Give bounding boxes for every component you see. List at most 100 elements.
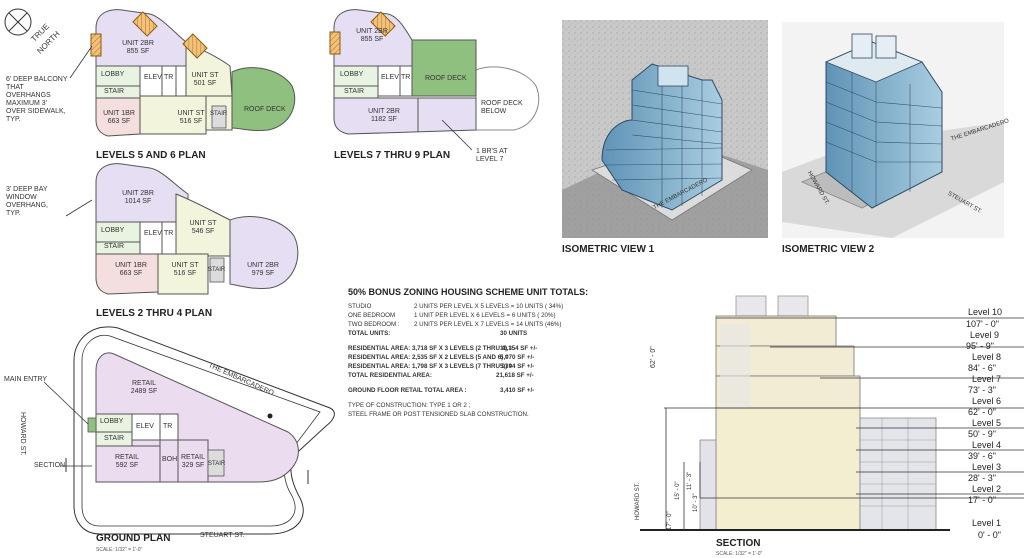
plan-title-l79: LEVELS 7 THRU 9 PLAN xyxy=(334,150,451,161)
level-4-name: Level 4 xyxy=(972,440,1002,450)
building-section xyxy=(640,295,1024,531)
ground-retail-row: GROUND FLOOR RETAIL TOTAL AREA :3,410 SF… xyxy=(348,387,535,394)
ground-scale: SCALE: 1/32" = 1'-0" xyxy=(96,547,143,553)
construction-line-2: STEEL FRAME OR POST TENSIONED SLAB CONST… xyxy=(348,411,529,418)
res-row-1: RESIDENTIAL AREA: 3,718 SF X 3 LEVELS (2… xyxy=(348,345,538,352)
ground-lobby: LOBBY xyxy=(100,418,124,425)
level-1-name: Level 1 xyxy=(972,518,1002,528)
l56-elev: ELEV xyxy=(144,74,162,81)
l56-lobby: LOBBY xyxy=(101,71,125,78)
section-scale: SCALE: 1/32" = 1'-0" xyxy=(716,551,763,557)
level-8-elev: 84' - 6" xyxy=(968,363,996,373)
l79-roof-deck-below: ROOF DECK BELOW xyxy=(481,100,523,115)
main-entry-label: MAIN ENTRY xyxy=(4,376,48,383)
total-units-row: TOTAL UNITS:30 UNITS xyxy=(348,330,528,337)
section-dim-a: 17' - 0" xyxy=(667,511,673,530)
l79-lobby: LOBBY xyxy=(340,71,364,78)
level-10-elev: 107' - 0" xyxy=(966,319,999,329)
unit-totals-table: 50% BONUS ZONING HOUSING SCHEME UNIT TOT… xyxy=(348,287,608,419)
level-3-elev: 28' - 3" xyxy=(968,473,996,483)
section-title: SECTION xyxy=(716,538,761,549)
plan-title-ground: GROUND PLAN xyxy=(96,533,171,544)
level-5-elev: 50' - 9" xyxy=(968,429,996,439)
ground-stair: STAIR xyxy=(104,435,125,442)
level-9-elev: 95' - 9" xyxy=(966,341,994,351)
l79-tr: TR xyxy=(401,74,411,81)
plan-levels-2-4 xyxy=(65,163,299,295)
l56-roof-deck: ROOF DECK xyxy=(244,106,286,113)
res-row-3: RESIDENTIAL AREA: 1,798 SF X 3 LEVELS (7… xyxy=(348,363,535,370)
ground-elev: ELEV xyxy=(136,423,154,430)
l79-roof-deck: ROOF DECK xyxy=(425,75,467,82)
l56-tr: TR xyxy=(164,74,174,81)
l56-stair: STAIR xyxy=(104,88,125,95)
plan-ground xyxy=(43,326,335,535)
section-dim-d: 10' - 3" xyxy=(693,493,699,512)
ground-tr: TR xyxy=(163,423,173,430)
level-2-elev: 17' - 0" xyxy=(968,495,996,505)
l79-elev: ELEV xyxy=(381,74,399,81)
iso1-title: ISOMETRIC VIEW 1 xyxy=(562,244,655,255)
bay-window-note: 3' DEEP BAY WINDOW OVERHANG, TYP. xyxy=(6,186,49,217)
l79-br-note: 1 BR'S AT LEVEL 7 xyxy=(476,148,508,163)
roof-deck-area-l56 xyxy=(231,67,296,132)
level-6-elev: 62' - 0" xyxy=(968,407,996,417)
level-6-name: Level 6 xyxy=(972,396,1002,406)
l24-stair: STAIR xyxy=(104,243,125,250)
section-street-label: HOWARD ST. xyxy=(635,482,641,520)
section-dim-b: 15' - 0" xyxy=(675,481,681,500)
level-1-elev: 0' - 0" xyxy=(978,530,1001,540)
north-arrow-icon xyxy=(4,8,32,36)
unit-row-two-bedroom: TWO BEDROOM :2 UNITS PER LEVEL X 7 LEVEL… xyxy=(348,321,562,328)
unit-2br-l56 xyxy=(95,9,187,67)
howard-st-label: HOWARD ST. xyxy=(19,412,26,456)
level-8-name: Level 8 xyxy=(972,352,1002,362)
l24-stair-2: STAIR xyxy=(208,267,226,273)
isometric-view-1-image xyxy=(562,20,768,238)
level-2-name: Level 2 xyxy=(972,484,1002,494)
construction-line-1: TYPE OF CONSTRUCTION: TYPE 1 OR 2 ; xyxy=(348,402,471,409)
level-5-name: Level 5 xyxy=(972,418,1002,428)
level-10-name: Level 10 xyxy=(968,307,1003,317)
l24-lobby: LOBBY xyxy=(101,227,125,234)
level-4-elev: 39' - 6" xyxy=(968,451,996,461)
l24-tr: TR xyxy=(164,230,174,237)
balcony-note: 6' DEEP BALCONY THAT OVERHANGS MAXIMUM 3… xyxy=(6,76,68,123)
section-dim-c: 11' - 3" xyxy=(687,471,693,490)
res-row-2: RESIDENTIAL AREA: 2,535 SF X 2 LEVELS (5… xyxy=(348,354,535,361)
level-9-name: Level 9 xyxy=(970,330,1000,340)
plan-levels-7-9 xyxy=(329,9,540,151)
plan-title-l56: LEVELS 5 AND 6 PLAN xyxy=(96,150,206,161)
total-residential-row: TOTAL RESIDENTIAL AREA:21,618 SF +/- xyxy=(348,372,534,379)
level-3-name: Level 3 xyxy=(972,462,1002,472)
level-7-name: Level 7 xyxy=(972,374,1002,384)
unit-totals-heading: 50% BONUS ZONING HOUSING SCHEME UNIT TOT… xyxy=(348,287,589,297)
l24-elev: ELEV xyxy=(144,230,162,237)
isometric-view-2-image xyxy=(782,22,1004,238)
l79-stair: STAIR xyxy=(344,88,365,95)
plan-levels-5-6 xyxy=(69,9,296,137)
plan-title-l24: LEVELS 2 THRU 4 PLAN xyxy=(96,308,213,319)
iso2-title: ISOMETRIC VIEW 2 xyxy=(782,244,875,255)
level-7-elev: 73' - 3" xyxy=(968,385,996,395)
ground-stair-2: STAIR xyxy=(208,461,226,467)
section-dim-overall: 62' - 0" xyxy=(650,346,657,368)
l56-stair-2: STAIR xyxy=(210,111,228,117)
